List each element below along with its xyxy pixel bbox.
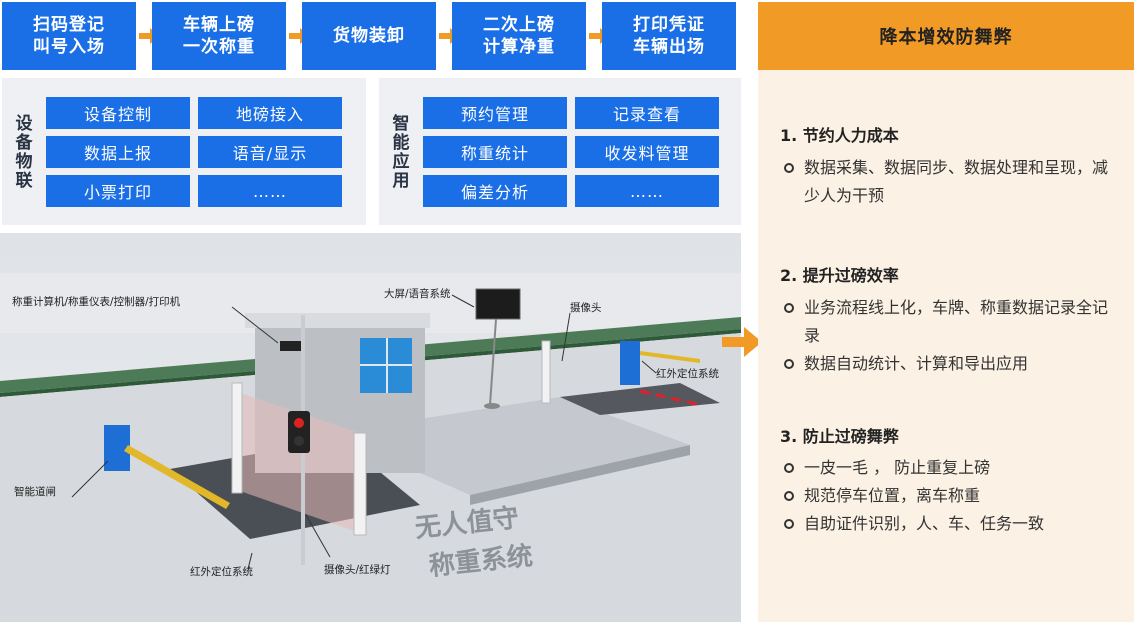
iot-item: 地磅接入 xyxy=(198,97,342,129)
iot-item: 设备控制 xyxy=(46,97,190,129)
benefit-bullet: 数据采集、数据同步、数据处理和呈现，减少人为干预 xyxy=(784,154,1114,210)
iot-panel: 设备物联 设备控制 地磅接入 数据上报 语音/显示 小票打印 …… xyxy=(2,78,366,225)
circle-bullet-icon xyxy=(784,491,794,501)
label-camera-light: 摄像头/红绿灯 xyxy=(324,563,391,576)
weighbridge-scene: 称重计算机/称重仪表/控制器/打印机 大屏/语音系统 摄像头 红外定位系统 智能… xyxy=(0,233,741,622)
benefit-bullet: 业务流程线上化，车牌、称重数据记录全记录 xyxy=(784,294,1114,350)
label-infrared-bottom: 红外定位系统 xyxy=(190,565,253,578)
benefit-heading: 1. 节约人力成本 xyxy=(780,126,899,145)
apps-item: 称重统计 xyxy=(423,136,567,168)
iot-item: 小票打印 xyxy=(46,175,190,207)
flow-step-3: 货物装卸 xyxy=(302,2,436,70)
apps-panel-title: 智能应用 xyxy=(388,113,409,190)
label-infrared-right: 红外定位系统 xyxy=(656,367,719,380)
apps-item: 偏差分析 xyxy=(423,175,567,207)
iot-item: …… xyxy=(198,175,342,207)
flow-step-1: 扫码登记 叫号入场 xyxy=(2,2,136,70)
apps-item: 预约管理 xyxy=(423,97,567,129)
benefit-bullet: 自助证件识别，人、车、任务一致 xyxy=(784,510,1114,538)
label-computer: 称重计算机/称重仪表/控制器/打印机 xyxy=(12,295,181,308)
circle-bullet-icon xyxy=(784,359,794,369)
benefits-title: 降本增效防舞弊 xyxy=(758,2,1134,70)
benefit-heading: 2. 提升过磅效率 xyxy=(780,266,899,285)
apps-item: …… xyxy=(575,175,719,207)
apps-item: 记录查看 xyxy=(575,97,719,129)
label-gate: 智能道闸 xyxy=(14,485,56,498)
arrow-right-icon xyxy=(722,327,762,357)
apps-item: 收发料管理 xyxy=(575,136,719,168)
iot-item: 语音/显示 xyxy=(198,136,342,168)
circle-bullet-icon xyxy=(784,303,794,313)
apps-panel: 智能应用 预约管理 记录查看 称重统计 收发料管理 偏差分析 …… xyxy=(379,78,741,225)
flow-step-4: 二次上磅 计算净重 xyxy=(452,2,586,70)
circle-bullet-icon xyxy=(784,163,794,173)
weighbridge-illustration: 称重计算机/称重仪表/控制器/打印机 大屏/语音系统 摄像头 红外定位系统 智能… xyxy=(0,233,741,622)
label-screen: 大屏/语音系统 xyxy=(384,287,451,300)
circle-bullet-icon xyxy=(784,519,794,529)
benefit-bullet: 一皮一毛 ， 防止重复上磅 xyxy=(784,454,1114,482)
benefit-bullet: 规范停车位置，离车称重 xyxy=(784,482,1114,510)
iot-panel-title: 设备物联 xyxy=(11,113,32,190)
label-camera: 摄像头 xyxy=(570,301,602,314)
benefit-bullet: 数据自动统计、计算和导出应用 xyxy=(784,350,1114,378)
flow-step-5: 打印凭证 车辆出场 xyxy=(602,2,736,70)
benefits-panel: 1. 节约人力成本 数据采集、数据同步、数据处理和呈现，减少人为干预 2. 提升… xyxy=(758,70,1134,622)
benefit-heading: 3. 防止过磅舞弊 xyxy=(780,427,899,446)
flow-step-2: 车辆上磅 一次称重 xyxy=(152,2,286,70)
circle-bullet-icon xyxy=(784,463,794,473)
iot-item: 数据上报 xyxy=(46,136,190,168)
